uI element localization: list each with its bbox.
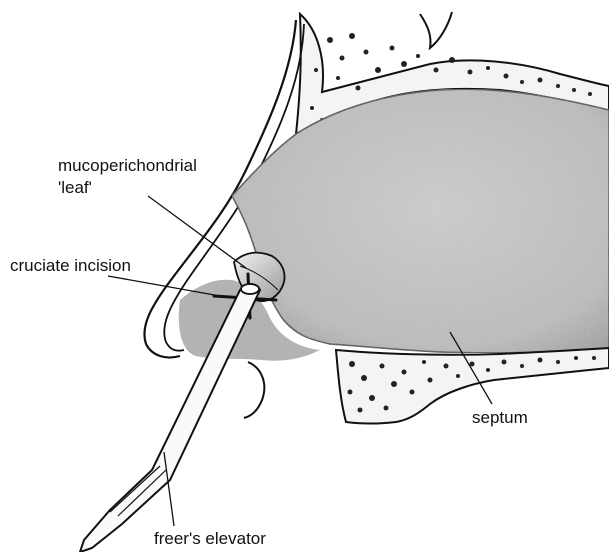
mucoperichondrial-label-line1: mucoperichondrial xyxy=(58,156,197,175)
septum-label: septum xyxy=(472,408,528,427)
freers-elevator-instrument xyxy=(80,284,260,552)
frontal-bone-edge xyxy=(420,12,452,48)
elevator-tip xyxy=(241,284,259,294)
freers-elevator-label: freer's elevator xyxy=(154,529,266,548)
septum-cartilage xyxy=(232,89,609,353)
mucoperichondrial-label-line2: 'leaf' xyxy=(58,178,92,197)
nostril-rim xyxy=(244,362,264,418)
leader-muco xyxy=(148,196,246,268)
septum-body xyxy=(232,89,609,353)
elevator-handle-line xyxy=(118,470,166,516)
cruciate-incision-label: cruciate incision xyxy=(10,256,131,275)
elevator-shaft xyxy=(80,284,260,552)
